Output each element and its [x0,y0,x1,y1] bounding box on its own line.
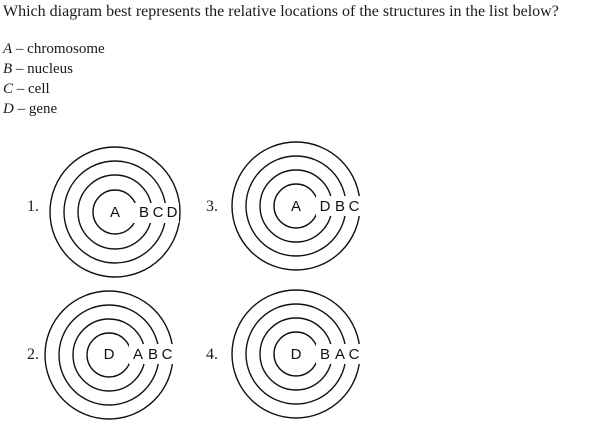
option-2-label-inner: D [104,346,115,363]
option-3-label-2: D [320,198,331,215]
list-text: chromosome [27,41,105,57]
list-text: nucleus [27,61,73,77]
list-item: D – gene [3,99,105,119]
option-2-label-3: B [148,346,158,363]
option-4-label-inner: D [291,346,302,363]
option-4-label-outer: C [349,346,360,363]
option-4-label-3: A [335,346,345,363]
list-item: B – nucleus [3,59,105,79]
list-letter: A [3,41,13,57]
option-3-diagram[interactable]: A D B C [230,140,362,272]
list-separator: – [12,61,28,77]
list-separator: – [12,41,28,57]
list-text: gene [28,101,58,117]
list-text: cell [28,81,50,97]
list-letter: C [3,81,14,97]
option-4-diagram[interactable]: D B A C [230,288,362,420]
list-separator: – [13,81,29,97]
option-1-label-outer: D [167,204,178,221]
option-4-number[interactable]: 4. [206,346,218,363]
question-text: Which diagram best represents the relati… [3,3,559,20]
option-3-label-outer: C [349,198,360,215]
list-item: A – chromosome [3,39,105,59]
list-letter: B [3,61,13,77]
option-2-diagram[interactable]: D A B C [43,289,175,421]
list-separator: – [13,101,29,117]
list-letter: D [3,101,14,117]
option-1-label-2: B [139,204,149,221]
option-2-label-outer: C [162,346,173,363]
list-item: C – cell [3,79,105,99]
option-4-label-2: B [320,346,330,363]
option-1-number[interactable]: 1. [27,198,39,215]
option-3-number[interactable]: 3. [206,198,218,215]
option-1-diagram[interactable]: A B C D [48,145,182,279]
structure-list: A – chromosome B – nucleus C – cell D – … [3,39,105,119]
option-3-label-3: B [335,198,345,215]
option-1-label-inner: A [110,204,120,221]
option-1-label-3: C [153,204,164,221]
option-2-number[interactable]: 2. [27,346,39,363]
option-2-label-2: A [133,346,143,363]
option-3-label-inner: A [291,198,301,215]
